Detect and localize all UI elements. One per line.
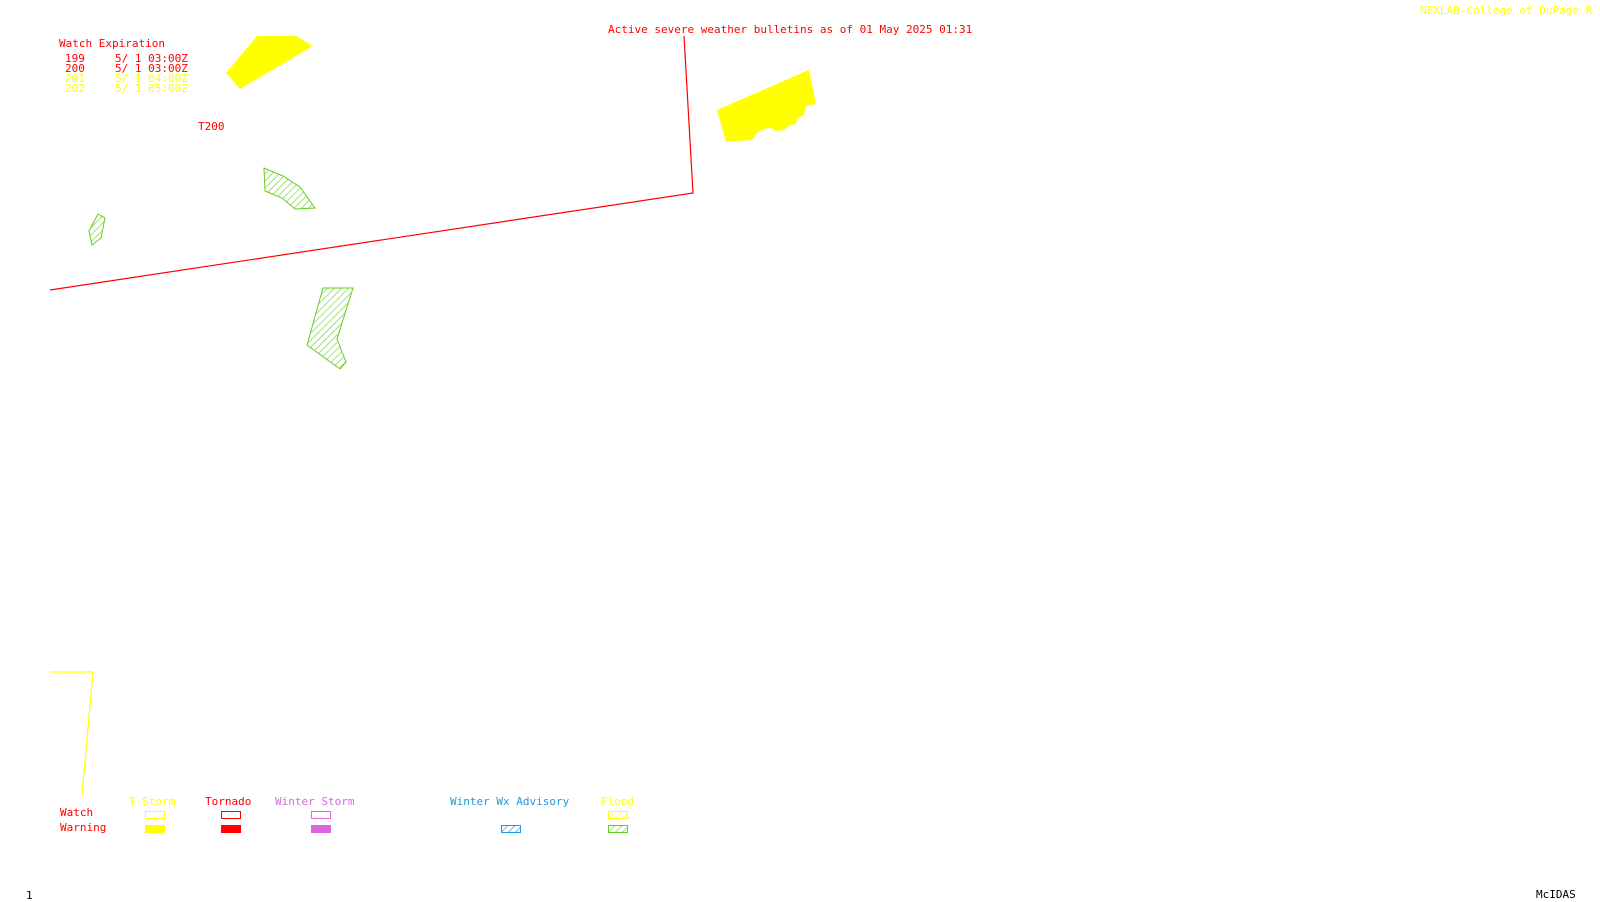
flood-warning-polygon-2: [88, 213, 106, 246]
legend-winter-advisory-label: Winter Wx Advisory: [450, 795, 570, 808]
legend-winter-storm-label: Winter Storm: [275, 795, 355, 808]
frame-number: 1: [26, 889, 33, 902]
watch-number: 200: [65, 62, 85, 75]
watch-expiration-time: 5/ 1 05:00Z: [115, 82, 188, 95]
legend-flood-watch-swatch: [608, 811, 628, 819]
watch-number: 199: [65, 52, 85, 65]
legend-tstorm-watch-swatch: [145, 811, 165, 819]
watch-number: 202: [65, 82, 85, 95]
tstorm-warning-polygon-1: [226, 36, 313, 89]
legend-tstorm-label: T-Storm: [129, 795, 176, 808]
legend-flood-warning-swatch: [608, 825, 628, 833]
tornado-watch-outline: [49, 35, 694, 291]
legend-warning-label: Warning: [60, 821, 107, 834]
legend-tstorm-warning-swatch: [145, 825, 165, 833]
watch-expiration-time: 5/ 1 03:00Z: [115, 52, 188, 65]
legend-winter-advisory-swatch: [501, 825, 521, 833]
watch-area-label: T200: [198, 120, 225, 133]
flood-warning-polygon-1: [263, 167, 316, 210]
flood-warning-polygon-3: [306, 287, 354, 370]
software-label: McIDAS: [1536, 888, 1576, 901]
legend-tornado-watch-swatch: [221, 811, 241, 819]
credit-label: NEXLAB-College of DuPage R: [1420, 4, 1593, 17]
bulletin-title: Active severe weather bulletins as of 01…: [608, 23, 973, 36]
watch-expiration-time: 5/ 1 03:00Z: [115, 62, 188, 75]
legend-winter-storm-watch-swatch: [311, 811, 331, 819]
tstorm-warning-polygon-2: [717, 70, 816, 142]
legend-flood-label: Flood: [601, 795, 635, 808]
watch-table-heading: Watch Expiration: [59, 37, 165, 50]
legend-tornado-label: Tornado: [205, 795, 252, 808]
watch-number: 201: [65, 72, 85, 85]
watch-expiration-time: 5/ 1 04:00Z: [115, 72, 188, 85]
tstorm-watch-outline: [50, 671, 94, 796]
legend-watch-label: Watch: [60, 806, 94, 819]
legend-winter-storm-warning-swatch: [311, 825, 331, 833]
legend-tornado-warning-swatch: [221, 825, 241, 833]
